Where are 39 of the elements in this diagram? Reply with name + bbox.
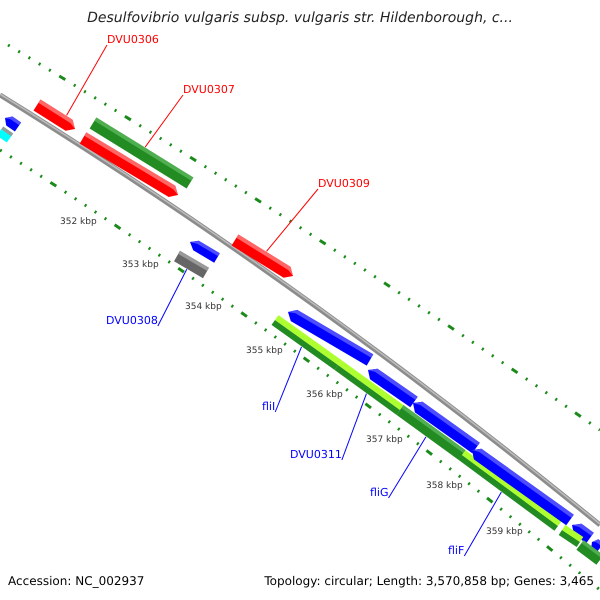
gene-feature (576, 540, 600, 565)
gene-label: DVU0309 (318, 177, 370, 190)
gene-feature (80, 132, 178, 197)
footer-text: Accession: NC_002937 (8, 574, 144, 589)
gene-feature (288, 310, 374, 366)
gene-feature (34, 100, 75, 131)
gene-label: fliG (370, 486, 389, 499)
leader-line (157, 268, 188, 326)
leader-line (341, 393, 367, 460)
gene-label: DVU0311 (290, 448, 342, 461)
gene-feature (190, 240, 220, 263)
position-label: 357 kbp (366, 435, 403, 446)
map-title: Desulfovibrio vulgaris subsp. vulgaris str. Hildenborough, c... (86, 9, 514, 28)
gene-feature (368, 368, 418, 408)
position-label: 359 kbp (486, 527, 523, 538)
position-label: 352 kbp (60, 217, 97, 228)
gene-label: fliF (448, 544, 464, 557)
gene-feature (472, 448, 574, 526)
gene-label: fliI (262, 400, 276, 413)
gene-feature (5, 116, 22, 132)
leader-line (144, 94, 184, 148)
gene-feature (0, 126, 14, 142)
gene-feature (413, 402, 480, 454)
footer-text: Topology: circular; Length: 3,570,858 bp; Genes: 3,465 (264, 574, 594, 589)
leader-line (266, 188, 318, 252)
leader-line (66, 44, 108, 116)
leader-line (274, 346, 302, 412)
position-label: 354 kbp (185, 302, 222, 313)
gene-label: DVU0306 (107, 33, 159, 46)
leader-line (388, 436, 426, 498)
position-label: 355 kbp (246, 346, 283, 357)
gene-label: DVU0307 (183, 83, 235, 96)
position-label: 353 kbp (122, 260, 159, 271)
leader-line (464, 492, 502, 556)
gene-feature (232, 234, 293, 278)
gene-feature (558, 525, 584, 547)
position-label: 356 kbp (306, 390, 343, 401)
gene-label: DVU0308 (106, 314, 158, 327)
position-label: 358 kbp (426, 481, 463, 492)
